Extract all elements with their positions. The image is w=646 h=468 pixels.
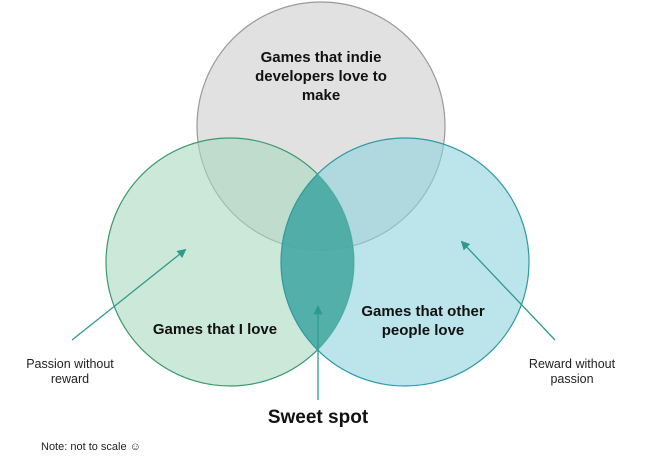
sweet-spot-label: Sweet spot <box>267 407 369 428</box>
label-games-i-love: Games that I love <box>152 321 278 338</box>
label-games-others-love: Games that other people love <box>361 303 485 339</box>
callout-reward-without-passion: Reward without passion <box>528 357 616 386</box>
arrow-reward-without-passion <box>460 240 556 341</box>
arrow-passion-without-reward <box>71 248 187 341</box>
note-not-to-scale: Note: not to scale ☺ <box>41 441 141 453</box>
callout-passion-without-reward: Passion without reward <box>26 357 114 386</box>
label-indie-developers: Games that indie developers love to make <box>255 49 387 104</box>
